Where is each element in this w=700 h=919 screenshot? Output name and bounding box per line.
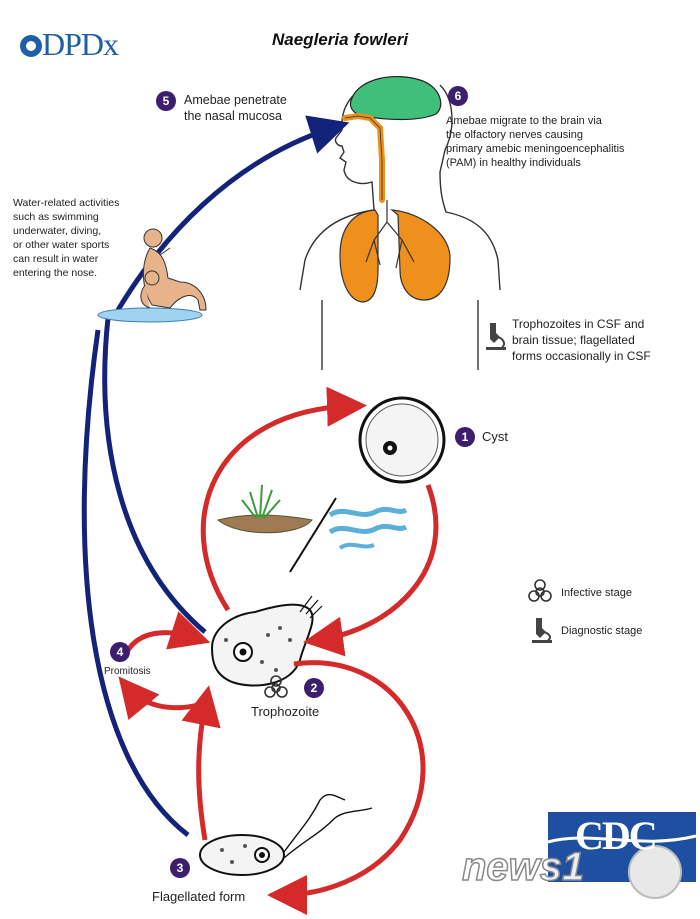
diagram-title: Naegleria fowleri	[272, 30, 409, 49]
arrow-promitosis-in	[118, 676, 199, 721]
step-5-badge: 5	[156, 91, 176, 111]
legend-diagnostic-label: Diagnostic stage	[561, 625, 643, 637]
step-2-badge: 2	[304, 678, 324, 698]
step-1-badge: 1	[455, 427, 475, 447]
trophozoite-cell	[210, 595, 323, 687]
water-note-line-3: underwater, diving,	[13, 225, 102, 237]
flagellated-cell	[199, 793, 373, 876]
dpdx-logo-text: DPDx	[42, 26, 119, 62]
biohazard-icon	[264, 675, 288, 698]
arrow-promitosis-out	[125, 611, 211, 652]
csf-note-line-1: Trophozoites in CSF and	[512, 317, 645, 331]
arrow-trophozoite-to-water	[102, 317, 207, 634]
arrow-flagellate-to-trophozoite	[181, 685, 221, 841]
step-6-line-3: primary amebic meningoencephalitis	[446, 143, 625, 155]
csf-note: Trophozoites in CSF and brain tissue; fl…	[512, 316, 692, 364]
legend-microscope-icon	[532, 618, 552, 643]
dpdx-logo-mark	[20, 35, 42, 57]
watermark-mark	[628, 845, 682, 899]
water-note-line-6: entering the nose.	[13, 267, 98, 279]
step-1-label: Cyst	[482, 429, 508, 444]
arrow-cyst-to-trophozoite	[303, 484, 439, 657]
csf-note-line-3: forms occasionally in CSF	[512, 349, 651, 363]
cyst-cell	[358, 396, 446, 484]
arrow-flagellate-to-water	[81, 329, 190, 837]
step-5-line-2: the nasal mucosa	[184, 109, 282, 123]
step-6-line-2: the olfactory nerves causing	[446, 129, 583, 141]
water-note-line-4: or other water sports	[13, 239, 110, 251]
step-3-badge: 3	[170, 858, 190, 878]
legend-infective-label: Infective stage	[561, 587, 632, 599]
step-5-line-1: Amebae penetrate	[184, 93, 287, 107]
news1-watermark: news1	[461, 844, 585, 890]
step-5-text: Amebae penetrate the nasal mucosa	[184, 92, 287, 124]
arrow-water-to-nose	[115, 115, 350, 312]
arrow-trophozoite-to-flagellate	[267, 660, 426, 915]
water-note-line-2: such as swimming	[13, 211, 99, 223]
step-6-text: Amebae migrate to the brain via the olfa…	[446, 114, 676, 170]
water-activities-note: Water-related activities such as swimmin…	[13, 196, 153, 280]
step-6-line-1: Amebae migrate to the brain via	[446, 115, 602, 127]
step-6-line-4: (PAM) in healthy individuals	[446, 157, 581, 169]
step-3-label: Flagellated form	[152, 889, 246, 904]
water-note-line-1: Water-related activities	[13, 197, 120, 209]
water-note-line-5: can result in water	[13, 253, 99, 265]
step-2-label: Trophozoite	[251, 704, 320, 719]
lungs	[339, 200, 451, 303]
swimmers-illustration	[97, 228, 207, 323]
legend-biohazard-icon	[528, 579, 552, 602]
brain-shape	[349, 75, 442, 121]
microscope-icon	[486, 323, 506, 350]
step-6-badge: 6	[448, 86, 468, 106]
step-4-badge: 4	[110, 642, 130, 662]
soil-water-illustration	[216, 484, 408, 573]
arrow-trophozoite-to-cyst	[200, 386, 367, 612]
olfactory-path	[342, 112, 385, 203]
step-4-label: Promitosis	[104, 666, 151, 677]
csf-note-line-2: brain tissue; flagellated	[512, 333, 635, 347]
cdc-logo-text: CDC	[575, 813, 658, 858]
